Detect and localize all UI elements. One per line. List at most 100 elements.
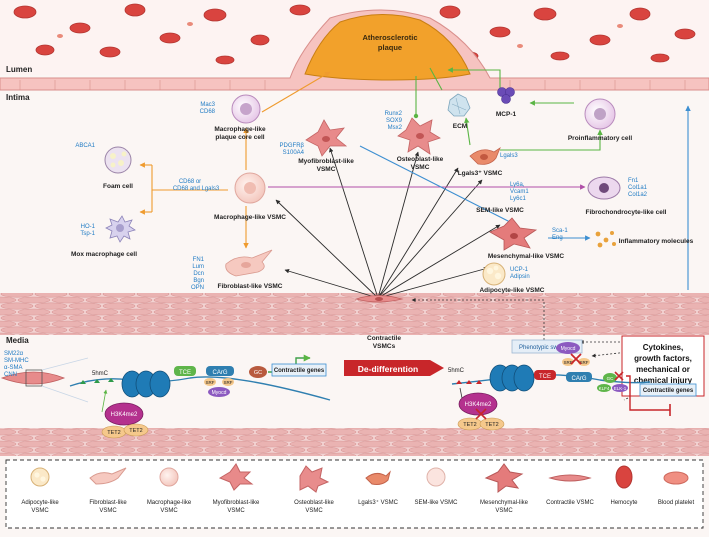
legend-label-1-0: Fibroblast-like <box>89 500 127 506</box>
mox-macrophage-label: Mox macrophage cell <box>71 251 137 258</box>
marker-vcam1: Vcam1 <box>510 189 529 195</box>
legend-label-6-0: SEM-like VSMC <box>414 500 458 506</box>
carg-label-left: CArG <box>213 370 228 376</box>
marker-sca1: Sca-1 <box>552 228 568 234</box>
plaque-label-line2: plaque <box>378 43 402 52</box>
elk1-right <box>612 384 628 392</box>
marker-cd68-or-2: CD68 and Lgals3 <box>173 186 220 192</box>
legend-label-9-0: Hemocyte <box>610 500 638 506</box>
marker-cd68-or-1: CD68 or <box>179 179 201 185</box>
fibroblast-like-vsmc <box>225 249 273 277</box>
marker-lum: Lum <box>192 264 204 270</box>
contractile-genes-box-left <box>271 363 327 377</box>
legend-icon-macrophage <box>159 467 179 487</box>
marker-opn: OPN <box>191 285 204 291</box>
legend-box <box>5 459 704 529</box>
legend-label-7-1: VSMC <box>495 508 513 514</box>
osteoblast-label-2: VSMC <box>411 164 430 171</box>
macrophage-like-vsmc-label: Macrophage-like VSMC <box>214 214 286 221</box>
tce-label-left: TCE <box>179 370 191 376</box>
mcp1-label: MCP-1 <box>496 111 517 118</box>
carg-box-left <box>206 366 234 376</box>
myocd-label-left: Myocd <box>212 390 227 396</box>
marker-bgn: Bgn <box>193 278 204 284</box>
legend-icon-sem <box>426 467 446 487</box>
marker-fn1: FN1 <box>193 257 205 263</box>
tet2-label-right-1: TET2 <box>463 422 476 428</box>
myocd-label-right: Myocd <box>561 346 576 352</box>
legend-icon-fibroblast <box>89 467 127 485</box>
proinflammatory-cell <box>584 98 616 130</box>
platelets <box>57 22 623 48</box>
macrophage-plaque-core-cell <box>231 94 261 124</box>
legend-icon-lgals3 <box>365 470 391 485</box>
red-blood-cells <box>13 3 696 65</box>
marker-col1a1: Col1a1 <box>628 185 648 191</box>
ecm <box>447 93 471 117</box>
marker-cnn: CNN <box>4 372 17 378</box>
marker-col1a2: Col1a2 <box>628 192 648 198</box>
legend-label-3-0: Myofibroblast-like <box>213 500 260 506</box>
fibrochondrocyte-label: Fibrochondrocyte-like cell <box>586 209 667 216</box>
endothelial-cell-borders <box>19 80 686 90</box>
gc-label-right: GC <box>607 376 615 381</box>
myofibroblast-label-1: Myofibroblast-like <box>298 158 354 165</box>
dna-strand-left <box>69 376 331 401</box>
marker-runx2: Runx2 <box>385 111 403 117</box>
marker-ly6c1: Ly6c1 <box>510 196 526 202</box>
elk1-label: ELK-1 <box>614 386 627 391</box>
inhibition-x-tet2 <box>475 408 487 420</box>
legend-icon-myofibroblast <box>218 463 254 491</box>
marker-smmhc: SM-MHC <box>4 358 29 364</box>
contractile-genes-label-left: Contractile genes <box>274 368 325 374</box>
marker-abca1: ABCA1 <box>75 143 95 149</box>
media-layer <box>0 293 709 335</box>
lumen-label: Lumen <box>6 65 32 74</box>
legend-icons <box>30 463 689 493</box>
mesenchymal-like-vsmc <box>489 217 538 251</box>
h3k4me2-label-left: H3K4me2 <box>111 412 138 418</box>
marker-ucp1: UCP-1 <box>510 267 529 273</box>
adipocyte-label: Adipocyte-like VSMC <box>479 287 544 294</box>
fibrochondrocyte-cell <box>587 176 621 200</box>
stimuli-line3: mechanical or <box>636 365 690 374</box>
legend-labels: Adipocyte-likeVSMCFibroblast-likeVSMCMac… <box>21 499 694 514</box>
inhibition-x-gc <box>614 371 624 381</box>
myofibroblast-like-vsmc <box>305 119 348 157</box>
carg-box-right <box>566 372 592 382</box>
5hmc-label-left: 5hmC <box>92 371 109 377</box>
legend-label-2-1: VSMC <box>160 508 178 514</box>
5hmc-marks-left <box>80 378 114 384</box>
tce-box-left <box>174 366 196 376</box>
phenotypic-switching-dashed-arrows <box>411 298 629 401</box>
marker-tsp1: Tsp-1 <box>80 231 95 237</box>
legend-label-10-0: Blood platelet <box>658 500 695 506</box>
tet2-left <box>101 423 149 439</box>
inhibition-x-myocd <box>570 353 582 365</box>
osteoblast-like-vsmc <box>397 117 441 155</box>
marker-dcn: Dcn <box>193 271 204 277</box>
vsmc-inset-cell <box>0 357 89 403</box>
legend-icon-hemocyte <box>615 465 633 489</box>
tet2-label-left-1: TET2 <box>107 430 120 436</box>
marker-mac3: Mac3 <box>200 102 215 108</box>
lgals3-vsmc-label: Lgals3⁺ VSMC <box>458 170 503 177</box>
srf-label-right-1: SRF <box>564 360 573 365</box>
tce-label-right: TCE <box>539 374 551 380</box>
inflammatory-molecules-label: Inflammatory molecules <box>619 238 694 245</box>
dedifferentiation-banner <box>344 360 444 376</box>
marker-adipsin: Adipsin <box>510 274 530 280</box>
contractile-genes-label-right: Contractile genes <box>643 388 694 394</box>
myocd-left <box>208 387 230 397</box>
sem-like-label: SEM-like VSMC <box>476 207 524 214</box>
contractile-vsmc-origin <box>354 295 404 303</box>
gc-left <box>249 366 267 378</box>
phenotypic-switching-label: Phenotypic switching <box>519 345 575 351</box>
adipocyte-like-vsmc <box>482 262 506 286</box>
nucleosomes-right <box>489 364 535 392</box>
myofibroblast-label-2: VSMC <box>317 166 336 173</box>
legend-label-2-0: Macrophage-like <box>147 500 192 506</box>
legend-icon-contractile <box>548 474 592 482</box>
tet2-label-right-2: TET2 <box>485 422 498 428</box>
